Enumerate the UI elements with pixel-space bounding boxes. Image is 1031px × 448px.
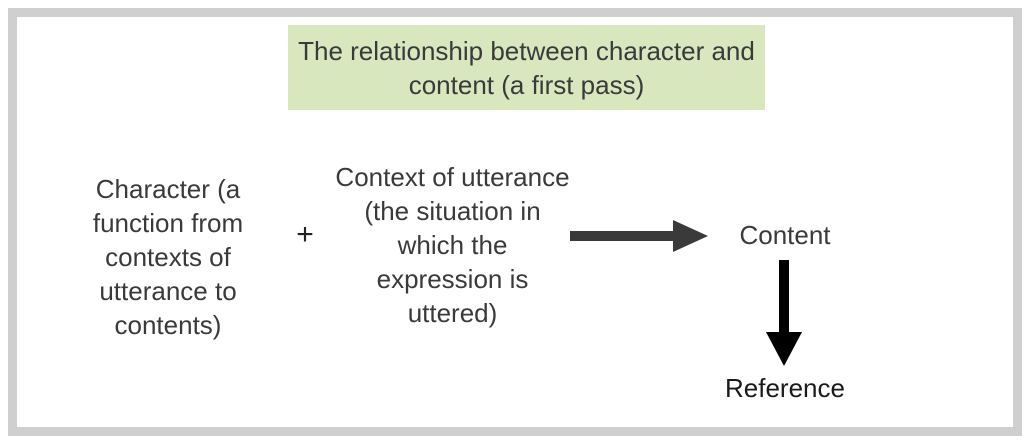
node-content: Content [739, 220, 831, 250]
plus-operator: + [296, 218, 314, 251]
arrow-right-icon [570, 218, 710, 254]
title-banner: The relationship between character and c… [288, 25, 765, 110]
page-title: The relationship between character and c… [298, 35, 755, 100]
node-reference: Reference [725, 373, 845, 403]
node-context-of-utterance: Context of utterance (the situation in w… [335, 162, 570, 328]
arrow-down-icon [762, 260, 806, 368]
node-character: Character (a function from contexts of u… [92, 174, 244, 340]
